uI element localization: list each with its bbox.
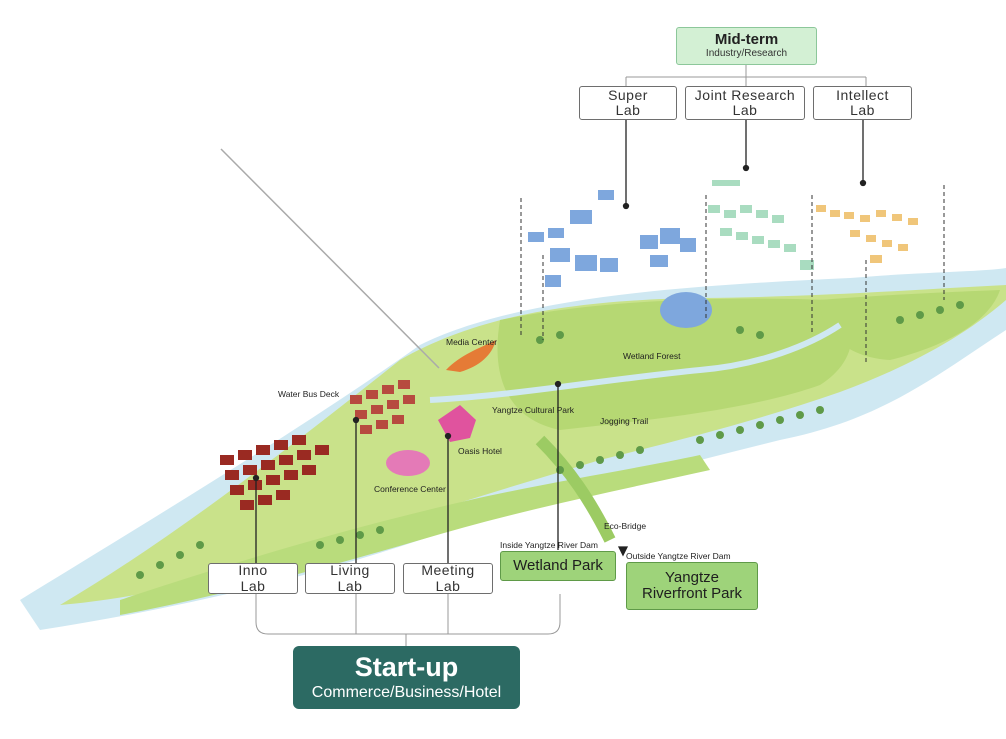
intellect-lab-box: Intellect Lab <box>813 86 912 120</box>
intellect-lab-line1: Intellect <box>836 88 889 103</box>
wetland-park-caption: Inside Yangtze River Dam <box>500 540 598 550</box>
intellect-lab-line2: Lab <box>850 103 875 118</box>
meeting-lab-line2: Lab <box>436 579 461 594</box>
oasis-hotel-label: Oasis Hotel <box>458 446 502 456</box>
midterm-subtitle: Industry/Research <box>706 49 787 60</box>
joint-research-lab-line1: Joint Research <box>695 88 795 103</box>
joint-research-lab-line2: Lab <box>733 103 758 118</box>
super-lab-line2: Lab <box>616 103 641 118</box>
living-lab-line1: Living <box>330 563 370 578</box>
super-lab-line1: Super <box>608 88 648 103</box>
riverfront-park-box: Yangtze Riverfront Park <box>626 562 758 610</box>
inno-lab-line2: Lab <box>241 579 266 594</box>
wetland-park-box: Wetland Park <box>500 551 616 581</box>
living-lab-box: Living Lab <box>305 563 395 594</box>
wetland-park-label: Wetland Park <box>513 558 603 574</box>
meeting-lab-box: Meeting Lab <box>403 563 493 594</box>
intellect-lab-buildings <box>816 205 918 263</box>
startup-connectors <box>256 594 560 646</box>
startup-title: Start-up <box>355 653 459 682</box>
jogging-trail-label: Jogging Trail <box>600 416 648 426</box>
conference-center-building <box>386 450 430 476</box>
living-lab-line2: Lab <box>338 579 363 594</box>
super-lab-box: Super Lab <box>579 86 677 120</box>
riverfront-park-caption: Outside Yangtze River Dam <box>626 551 731 561</box>
riverfront-park-line2: Riverfront Park <box>642 586 742 602</box>
inno-lab-line1: Inno <box>238 563 267 578</box>
media-center-label: Media Center <box>446 337 497 347</box>
super-lab-dome <box>660 292 712 328</box>
joint-research-lab-box: Joint Research Lab <box>685 86 805 120</box>
midterm-title: Mid-term <box>715 32 778 48</box>
conference-center-label: Conference Center <box>374 484 446 494</box>
riverfront-park-line1: Yangtze <box>665 570 719 586</box>
midterm-leaders <box>624 120 866 209</box>
meeting-lab-line1: Meeting <box>421 563 474 578</box>
startup-subtitle: Commerce/Business/Hotel <box>312 684 501 701</box>
yangtze-cultural-park-label: Yangtze Cultural Park <box>492 405 574 415</box>
wetland-forest-label: Wetland Forest <box>623 351 680 361</box>
midterm-connectors <box>626 64 866 86</box>
super-lab-buildings <box>528 190 696 287</box>
startup-box: Start-up Commerce/Business/Hotel <box>293 646 520 709</box>
eco-bridge-label: Eco-Bridge <box>604 521 646 531</box>
water-bus-pointer-line <box>221 149 439 368</box>
inno-lab-box: Inno Lab <box>208 563 298 594</box>
water-bus-deck-label: Water Bus Deck <box>278 389 339 399</box>
joint-lab-buildings <box>708 180 814 270</box>
midterm-box: Mid-term Industry/Research <box>676 27 817 65</box>
